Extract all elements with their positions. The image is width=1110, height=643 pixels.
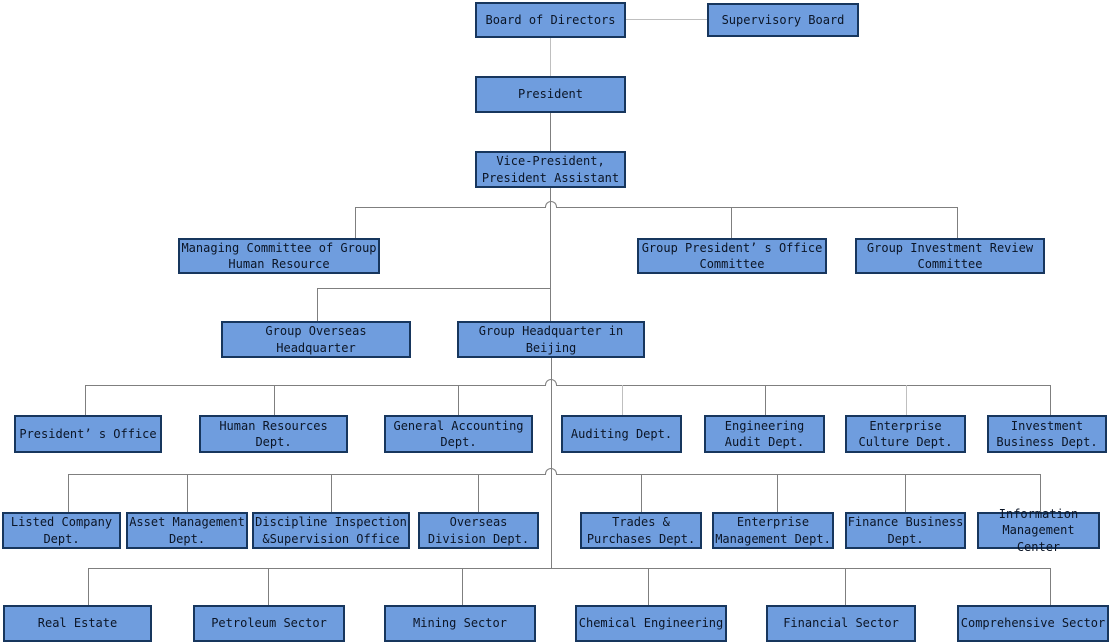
connector-line — [557, 385, 1050, 387]
node-vice-president: Vice-President, President Assistant — [475, 151, 626, 188]
connector-line — [317, 288, 319, 321]
connector-line — [1050, 385, 1052, 415]
connector-line — [557, 474, 1040, 476]
connector-line — [85, 385, 545, 387]
node-trades-purchases-dept: Trades & Purchases Dept. — [580, 512, 702, 549]
node-human-resources-dept: Human Resources Dept. — [199, 415, 348, 453]
node-asset-management-dept: Asset Management Dept. — [126, 512, 248, 549]
connector-line — [85, 385, 87, 415]
node-information-management-center: Information Management Center — [977, 507, 1100, 554]
node-engineering-audit-dept: Engineering Audit Dept. — [704, 415, 825, 453]
node-president: President — [475, 76, 626, 113]
connector-line — [88, 568, 1050, 570]
node-managing-committee: Managing Committee of Group Human Resour… — [178, 238, 380, 274]
node-overseas-division-dept: Overseas Division Dept. — [418, 512, 539, 549]
connector-line — [187, 474, 189, 512]
connector-hop-arc — [545, 379, 557, 386]
node-auditing-dept: Auditing Dept. — [561, 415, 682, 453]
connector-line — [731, 207, 733, 238]
connector-line — [268, 568, 270, 605]
connector-line — [906, 385, 908, 415]
node-financial-sector: Financial Sector — [766, 605, 916, 642]
connector-line — [355, 207, 545, 209]
connector-hop-arc — [545, 468, 557, 475]
node-comprehensive-sector: Comprehensive Sector — [957, 605, 1109, 642]
node-group-overseas-headquarter: Group Overseas Headquarter — [221, 321, 411, 358]
node-board-of-directors: Board of Directors — [475, 2, 626, 38]
node-enterprise-management-dept: Enterprise Management Dept. — [712, 512, 834, 549]
node-group-presidents-office-committee: Group President’ s Office Committee — [637, 238, 827, 274]
node-petroleum-sector: Petroleum Sector — [193, 605, 345, 642]
connector-line — [626, 19, 707, 21]
connector-line — [331, 474, 333, 512]
connector-line — [550, 188, 552, 321]
connector-line — [478, 474, 480, 512]
node-mining-sector: Mining Sector — [384, 605, 536, 642]
node-general-accounting-dept: General Accounting Dept. — [384, 415, 533, 453]
connector-line — [355, 207, 357, 238]
connector-line — [88, 568, 90, 605]
node-real-estate: Real Estate — [3, 605, 152, 642]
connector-line — [957, 207, 959, 238]
connector-line — [458, 385, 460, 415]
connector-line — [648, 568, 650, 605]
connector-line — [550, 38, 552, 76]
node-group-investment-review-committee: Group Investment Review Committee — [855, 238, 1045, 274]
node-investment-business-dept: Investment Business Dept. — [987, 415, 1107, 453]
connector-line — [68, 474, 545, 476]
connector-hop-arc — [545, 201, 557, 208]
connector-line — [905, 474, 907, 512]
connector-line — [68, 474, 70, 512]
node-listed-company-dept: Listed Company Dept. — [2, 512, 121, 549]
connector-line — [622, 385, 624, 415]
connector-line — [462, 568, 464, 605]
connector-line — [1050, 568, 1052, 605]
connector-line — [845, 568, 847, 605]
connector-line — [551, 358, 553, 568]
node-discipline-inspection-office: Discipline Inspection &Supervision Offic… — [252, 512, 410, 549]
node-finance-business-dept: Finance Business Dept. — [845, 512, 966, 549]
connector-line — [1040, 474, 1042, 512]
node-enterprise-culture-dept: Enterprise Culture Dept. — [845, 415, 966, 453]
connector-line — [777, 474, 779, 512]
connector-line — [317, 288, 551, 290]
node-group-headquarter-beijing: Group Headquarter in Beijing — [457, 321, 645, 358]
connector-line — [765, 385, 767, 415]
node-supervisory-board: Supervisory Board — [707, 3, 859, 37]
connector-line — [550, 113, 552, 151]
connector-line — [641, 474, 643, 512]
connector-line — [557, 207, 957, 209]
node-presidents-office: President’ s Office — [14, 415, 162, 453]
node-chemical-engineering: Chemical Engineering — [575, 605, 727, 642]
connector-line — [274, 385, 276, 415]
